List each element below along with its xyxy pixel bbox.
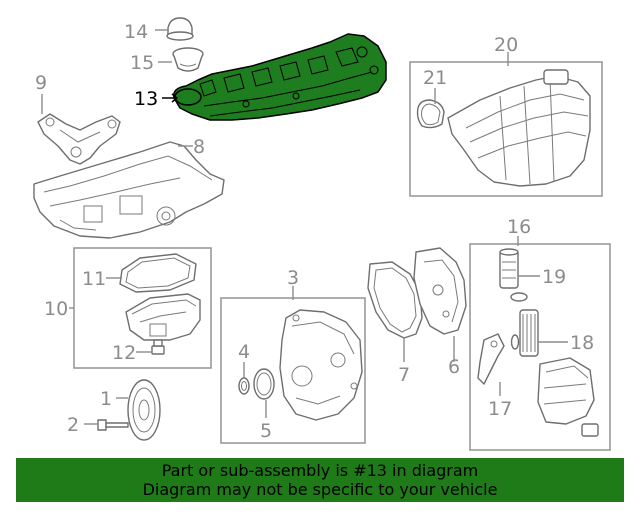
callout-17: 17: [488, 398, 512, 420]
part-10-oil-pan-lower: [125, 293, 201, 341]
callout-15: 15: [130, 52, 154, 74]
callout-19: 19: [542, 266, 566, 288]
box-part-16: [469, 243, 611, 451]
callout-8: 8: [193, 136, 205, 158]
part-11-oil-pan-gasket: [119, 253, 197, 293]
part-17-bracket: [477, 333, 505, 385]
callouts: 14 15 13 9 8 20 21 16 11 10 12 3 4 5 7 6…: [35, 21, 594, 442]
part-16-filter-housing: [537, 357, 599, 437]
callout-2: 2: [67, 414, 79, 436]
callout-11: 11: [82, 268, 106, 290]
callout-1: 1: [100, 388, 112, 410]
callout-14: 14: [124, 21, 148, 43]
part-4-seal: [238, 377, 250, 395]
callout-9: 9: [35, 72, 47, 94]
callout-12: 12: [112, 342, 136, 364]
part-6-cover: [413, 247, 467, 335]
seal-small: [510, 334, 520, 350]
arrowhead-13: [171, 93, 179, 103]
part-2-bolt: [97, 419, 129, 431]
part-5-seal-ring: [253, 368, 275, 400]
part-18-oil-filter: [519, 309, 539, 357]
parts-diagram: 14 15 13 9 8 20 21 16 11 10 12 3 4 5 7 6…: [33, 17, 611, 451]
part-13-cylinder-head-cover: [173, 33, 387, 121]
banner-line-1: Part or sub-assembly is #13 in diagram: [161, 461, 479, 480]
part-15-filler-neck: [172, 47, 204, 72]
o-ring: [510, 292, 528, 302]
part-12-drain-plug: [151, 339, 165, 355]
callout-7: 7: [398, 364, 410, 386]
callout-10: 10: [44, 298, 68, 320]
callout-5: 5: [260, 420, 272, 442]
part-14-cap: [166, 17, 194, 41]
part-21-gasket: [416, 99, 445, 129]
callout-16: 16: [507, 216, 531, 238]
part-7-gasket: [367, 261, 423, 339]
box-part-20: [409, 61, 603, 197]
part-20-intake-manifold: [447, 69, 591, 187]
callout-21: 21: [423, 67, 447, 89]
callout-6: 6: [448, 356, 460, 378]
callout-18: 18: [570, 332, 594, 354]
callout-3: 3: [287, 267, 299, 289]
leader-lines: [41, 29, 568, 425]
part-19-filter-housing-cap: [499, 248, 519, 289]
callout-20: 20: [494, 34, 518, 56]
banner-line-2: Diagram may not be specific to your vehi…: [142, 480, 498, 499]
part-9-bracket: [37, 113, 121, 165]
callout-4: 4: [238, 341, 250, 363]
part-1-crank-pulley: [127, 379, 161, 441]
part-3-timing-cover: [279, 309, 363, 421]
callout-13: 13: [134, 88, 158, 110]
part-8-oil-pan-upper: [33, 141, 225, 239]
info-banner: Part or sub-assembly is #13 in diagram D…: [16, 458, 624, 502]
